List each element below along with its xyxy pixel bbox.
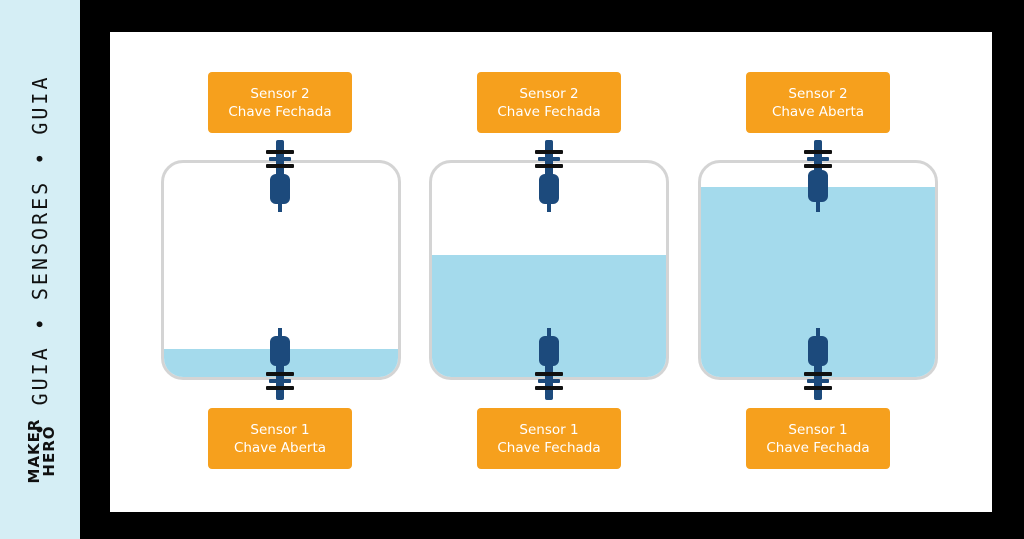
sidebar: • GUIA • SENSORES • GUIA MAKER HERO xyxy=(0,0,80,539)
tank-2-bottom-float-sensor-icon xyxy=(535,328,563,400)
tank-2-top-float-sensor-icon xyxy=(535,140,563,212)
logo-line-2: HERO xyxy=(40,425,58,477)
tank-2-bottom-sensor-state: Chave Fechada xyxy=(497,439,601,456)
tank-1-top-sensor-state: Chave Fechada xyxy=(228,103,332,120)
tank-3-bottom-sensor-label: Sensor 1 Chave Fechada xyxy=(746,408,890,469)
tank-2-bottom-sensor-label: Sensor 1 Chave Fechada xyxy=(477,408,621,469)
tank-1-bottom-sensor-label: Sensor 1 Chave Aberta xyxy=(208,408,352,469)
tank-3-top-sensor-name: Sensor 2 xyxy=(788,85,848,102)
tank-1-bottom-sensor-name: Sensor 1 xyxy=(250,421,310,438)
tank-2-top-sensor-label: Sensor 2 Chave Fechada xyxy=(477,72,621,133)
tank-3-top-float-sensor-icon xyxy=(804,140,832,212)
maker-hero-logo: MAKER HERO xyxy=(25,405,59,497)
tank-1-bottom-float-sensor-icon xyxy=(266,328,294,400)
tank-3-bottom-float-sensor-icon xyxy=(804,328,832,400)
diagram-panel: Sensor 2 Chave Fechada Sensor 1 Chave Ab… xyxy=(110,32,992,512)
tank-2-top-sensor-state: Chave Fechada xyxy=(497,103,601,120)
tank-2-bottom-sensor-name: Sensor 1 xyxy=(519,421,579,438)
tank-3-bottom-sensor-name: Sensor 1 xyxy=(788,421,848,438)
tank-3-bottom-sensor-state: Chave Fechada xyxy=(766,439,870,456)
tank-1-top-float-sensor-icon xyxy=(266,140,294,212)
tank-1-top-sensor-name: Sensor 2 xyxy=(250,85,310,102)
tank-1-bottom-sensor-state: Chave Aberta xyxy=(233,439,327,456)
tank-3-top-sensor-label: Sensor 2 Chave Aberta xyxy=(746,72,890,133)
tank-2-top-sensor-name: Sensor 2 xyxy=(519,85,579,102)
sidebar-guide-text: • GUIA • SENSORES • GUIA xyxy=(28,74,52,436)
tank-3-top-sensor-state: Chave Aberta xyxy=(771,103,865,120)
tank-1-top-sensor-label: Sensor 2 Chave Fechada xyxy=(208,72,352,133)
